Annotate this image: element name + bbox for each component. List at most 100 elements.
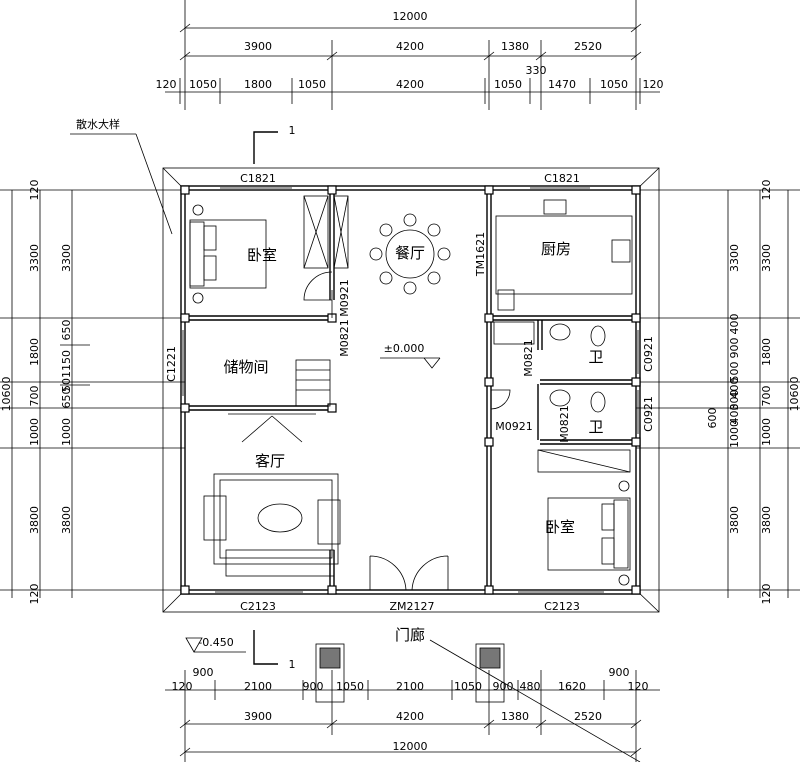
porch-leader-line — [429, 639, 641, 762]
room-bedroom-nw: 卧室 — [247, 246, 277, 264]
section-mark-bottom-icon — [253, 630, 278, 665]
outdoor-elevation-label: -0.450 — [198, 636, 233, 649]
section-mark-top-num: 1 — [289, 124, 296, 137]
dim-bot-r1-7: 900 — [493, 680, 514, 693]
outdoor-elevation-mark — [185, 637, 246, 653]
dim-left-inner-4: 650 — [60, 388, 73, 409]
dim-right-outer-5: 3800 — [760, 506, 773, 534]
dim-top-r2-7: 1050 — [600, 78, 628, 91]
dim-right-inner-3: 500 — [728, 362, 741, 383]
dim-right-inner-7: 600 — [706, 408, 719, 429]
dim-top-r1-2: 1380 — [501, 40, 529, 53]
stair — [295, 359, 331, 407]
dim-top-r1-0: 3900 — [244, 40, 272, 53]
floor-elevation-mark — [380, 357, 441, 369]
dim-left-total: 10600 — [0, 377, 13, 412]
dim-right-outer-2: 1800 — [760, 338, 773, 366]
dim-bot-r1-0: 120 — [172, 680, 193, 693]
dim-right-inner-5: 300 — [728, 390, 741, 411]
dim-right-total: 10600 — [788, 377, 800, 412]
room-bath-1: 卫 — [588, 348, 603, 366]
dim-top-total: 12000 — [393, 10, 428, 23]
room-kitchen: 厨房 — [541, 240, 571, 258]
dim-right-outer-0: 120 — [760, 180, 773, 201]
dim-left-outer-3: 700 — [28, 386, 41, 407]
dim-left-outer-4: 1000 — [28, 418, 41, 446]
dim-top-r2-1: 1050 — [189, 78, 217, 91]
window-c1821-right: C1821 — [544, 172, 580, 185]
dim-left-outer-2: 1800 — [28, 338, 41, 366]
dim-top-r2-3: 1050 — [298, 78, 326, 91]
dim-bot-r1-6: 1050 — [454, 680, 482, 693]
dim-top-r2-2: 1800 — [244, 78, 272, 91]
dim-bot-total: 12000 — [393, 740, 428, 753]
door-zm2127: ZM2127 — [389, 600, 434, 613]
dim-left-outer-5: 3800 — [28, 506, 41, 534]
apron-outline — [162, 167, 660, 613]
window-c1821-left: C1821 — [240, 172, 276, 185]
window-c0921-b: C0921 — [642, 396, 655, 432]
exterior-walls — [180, 185, 641, 595]
dim-left-inner-2: 1150 — [60, 350, 73, 378]
dim-right-inner-4: 400 — [728, 378, 741, 399]
dim-right-inner-1: 400 — [728, 314, 741, 335]
window-c2123-right: C2123 — [544, 600, 580, 613]
dim-bot-r2-1: 4200 — [396, 710, 424, 723]
dim-right-inner-9: 3800 — [728, 506, 741, 534]
dim-right-outer-4: 1000 — [760, 418, 773, 446]
room-bedroom-se: 卧室 — [545, 518, 575, 536]
bottom-dimension-lines — [165, 670, 660, 762]
dim-right-outer-3: 700 — [760, 386, 773, 407]
dim-right-inner-0: 3300 — [728, 244, 741, 272]
room-storage: 储物间 — [223, 358, 268, 376]
dim-bot-r1-10: 900 — [609, 666, 630, 679]
section-mark-top-icon — [253, 131, 278, 164]
dim-left-outer-6: 120 — [28, 584, 41, 605]
drainage-leader — [135, 133, 173, 235]
bath-fixtures — [493, 321, 606, 413]
dim-right-inner-6: 400 — [728, 404, 741, 425]
dim-right-inner-2: 900 — [728, 338, 741, 359]
door-m0921-b: M0921 — [495, 420, 533, 433]
wardrobe-east — [537, 449, 631, 473]
tv-stand — [228, 413, 316, 443]
dim-bot-r1-3: 900 — [303, 680, 324, 693]
dim-top-small: 330 — [526, 64, 547, 77]
room-living: 客厅 — [255, 452, 285, 470]
dim-top-r2-4: 4200 — [396, 78, 424, 91]
right-dimension-lines — [636, 189, 800, 598]
drainage-detail-label: 散水大样 — [76, 117, 120, 131]
dim-bot-r2-0: 3900 — [244, 710, 272, 723]
dim-left-outer-1: 3300 — [28, 244, 41, 272]
window-c2123-left: C2123 — [240, 600, 276, 613]
interior-walls — [185, 190, 636, 590]
window-c0921-a: C0921 — [642, 336, 655, 372]
window-c1221: C1221 — [165, 346, 178, 382]
room-dining: 餐厅 — [395, 244, 425, 262]
dim-bot-r1-5: 2100 — [396, 680, 424, 693]
dim-bot-r1-2: 2100 — [244, 680, 272, 693]
bed-northwest — [189, 204, 267, 304]
dim-bot-r1-1: 900 — [193, 666, 214, 679]
door-tm1621: TM1621 — [474, 232, 487, 277]
section-mark-bottom-num: 1 — [289, 658, 296, 671]
dim-top-r1-3: 2520 — [574, 40, 602, 53]
dim-left-outer-0: 120 — [28, 180, 41, 201]
windows — [182, 187, 639, 593]
top-dimension-lines — [165, 0, 660, 110]
door-m0821-b: M0821 — [522, 339, 535, 377]
bed-southeast — [547, 480, 631, 586]
door-m0821-a: M0821 — [338, 319, 351, 357]
door-m0821-c: M0821 — [558, 405, 571, 443]
dim-bot-r2-3: 2520 — [574, 710, 602, 723]
kitchen-counter — [495, 199, 633, 311]
dim-top-r2-6: 1470 — [548, 78, 576, 91]
door-m0921-a: M0921 — [338, 279, 351, 317]
dim-left-inner-6: 3800 — [60, 506, 73, 534]
dim-right-inner-8: 1000 — [728, 420, 741, 448]
doors — [303, 271, 511, 591]
dim-top-r1-1: 4200 — [396, 40, 424, 53]
dim-bot-r1-4: 1050 — [336, 680, 364, 693]
sofa-set — [203, 473, 341, 577]
